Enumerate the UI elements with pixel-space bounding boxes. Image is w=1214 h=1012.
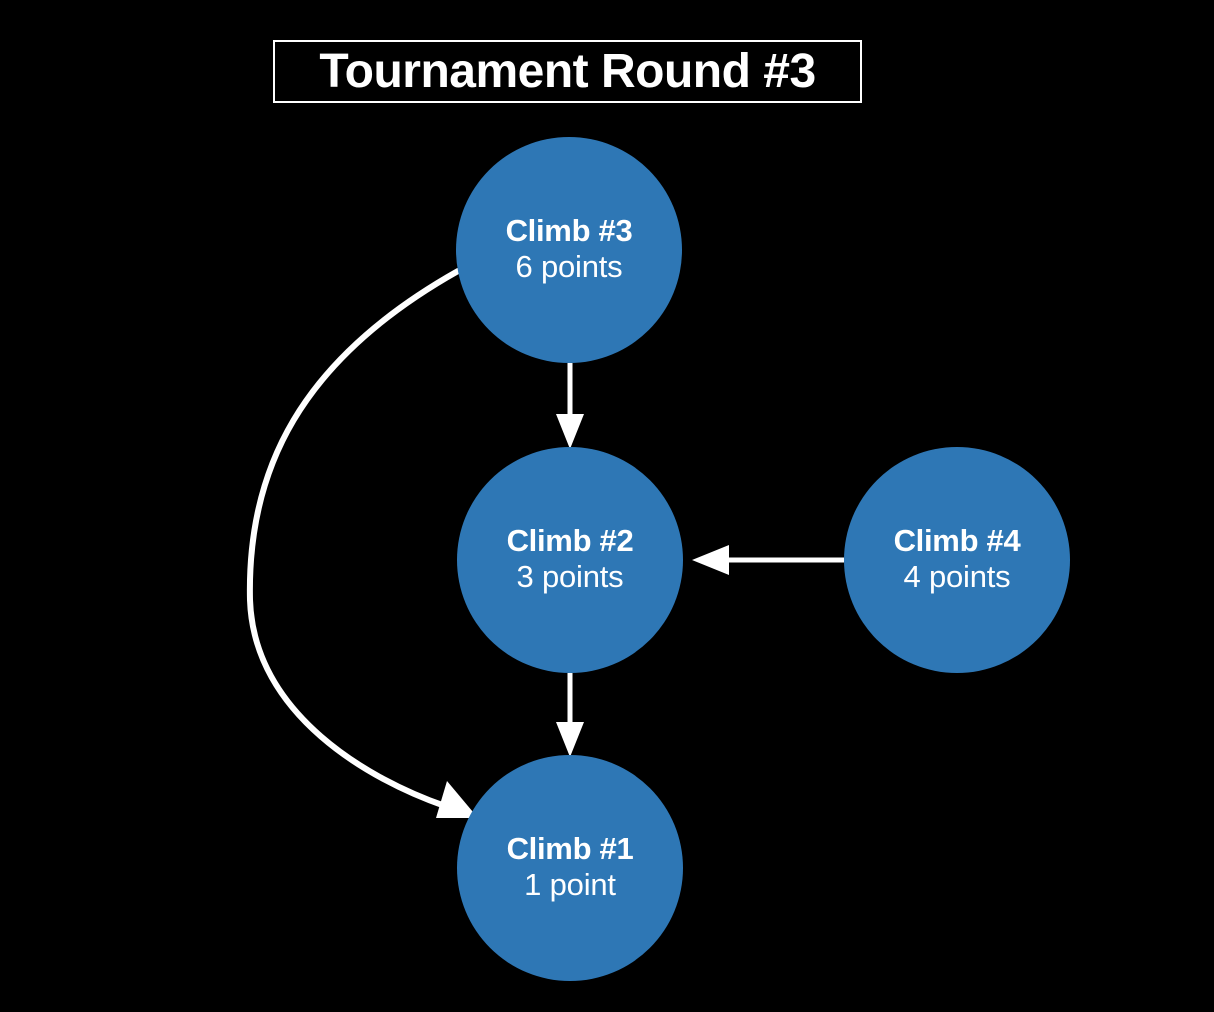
node-label: Climb #2 bbox=[506, 522, 634, 558]
edge-climb3-climb2 bbox=[556, 363, 584, 449]
graph-node-climb2[interactable]: Climb #2 3 points bbox=[457, 447, 683, 673]
node-label: Climb #4 bbox=[893, 522, 1021, 558]
graph-node-climb4[interactable]: Climb #4 4 points bbox=[844, 447, 1070, 673]
edge-climb4-climb2 bbox=[692, 545, 844, 575]
page-title: Tournament Round #3 bbox=[319, 44, 816, 98]
node-label: Climb #1 bbox=[506, 830, 634, 866]
node-sublabel: 6 points bbox=[515, 249, 623, 285]
graph-node-climb1[interactable]: Climb #1 1 point bbox=[457, 755, 683, 981]
node-label: Climb #3 bbox=[505, 212, 633, 248]
node-sublabel: 4 points bbox=[903, 559, 1011, 595]
node-sublabel: 1 point bbox=[524, 867, 616, 903]
graph-node-climb3[interactable]: Climb #3 6 points bbox=[456, 137, 682, 363]
edge-climb3-climb1 bbox=[246, 268, 478, 818]
page-title-box: Tournament Round #3 bbox=[273, 40, 862, 103]
edge-climb2-climb1 bbox=[556, 673, 584, 757]
node-sublabel: 3 points bbox=[516, 559, 624, 595]
